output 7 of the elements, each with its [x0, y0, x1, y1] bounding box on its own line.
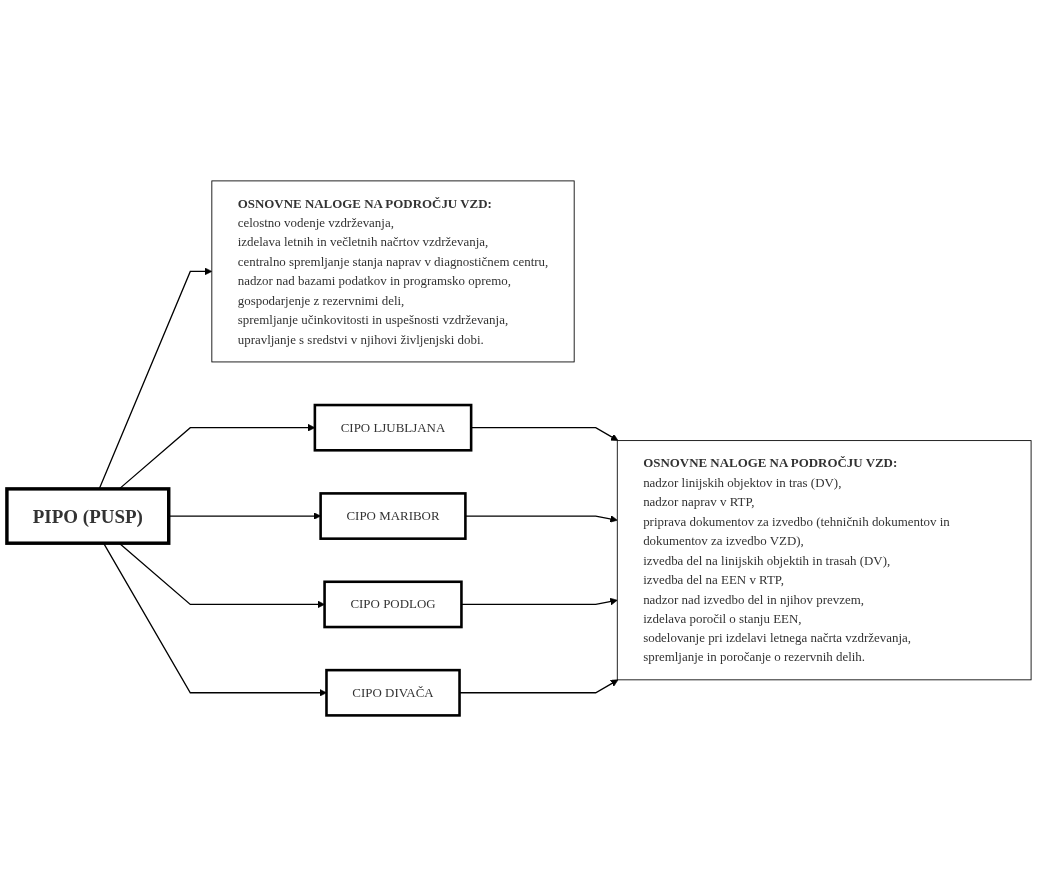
node-box: PIPO (PUSP) — [5, 487, 171, 545]
node-box: CIPO PODLOG — [323, 580, 463, 629]
node-box: CIPO MARIBOR — [319, 491, 467, 540]
node-box: OSNOVNE NALOGE NA PODROČJU VZD: nadzor linijskih objektov in tras (DV), nadzor naprav v RTP, priprava dokumentov za izvedbo (tehničnih dokumentov in dokumentov za izvedbo VZD), izvedba del na linijskih objektih in trasah (DV), izvedba del na EEN v RTP, nadzor nad izvedbo del in njihov prevzem, izdelava poročil o stanju EEN, sodelovanje pri izdelavi letnega načrta vzdrževanja, spremljanje in poročanje o rezervnih delih. — [616, 440, 1032, 681]
node-box: CIPO DIVAČA — [325, 668, 461, 717]
node-box: CIPO LJUBLJANA — [313, 403, 473, 452]
node-box: OSNOVNE NALOGE NA PODROČJU VZD: celostno vodenje vzdrževanja, izdelava letnih in večletnih načrtov vzdrževanja, centralno spremljanje stanja naprav v diagnostičnem centru, nadzor nad bazami podatkov in programsko opremo, gospodarjenje z rezervnimi deli, spremljanje učinkovitosti in uspešnosti vzdrževanja, upravljanje s sredstvi v njihovi življenjski dobi. — [211, 180, 575, 363]
